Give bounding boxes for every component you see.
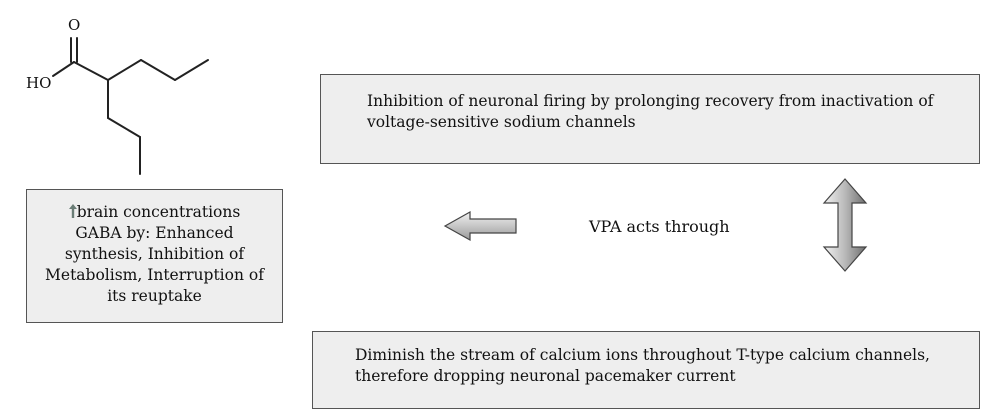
calcium-channel-box: Diminish the stream of calcium ions thro…: [312, 331, 980, 409]
gaba-line-2: GABA by: Enhanced: [75, 224, 234, 242]
up-arrow-icon: [68, 204, 77, 218]
gaba-line-1-text: brain concentrations: [76, 203, 241, 221]
gaba-line-5: its reuptake: [107, 287, 202, 305]
gaba-line-3: synthesis, Inhibition of: [64, 245, 245, 263]
calcium-channel-line-2: therefore dropping neuronal pacemaker cu…: [355, 367, 736, 385]
propyl-b-2: [107, 117, 141, 138]
sodium-channel-line-1: Inhibition of neuronal firing by prolong…: [367, 92, 934, 110]
propyl-a-3: [174, 59, 209, 81]
gaba-line-1: brain concentrations: [27, 202, 282, 223]
hydroxyl-bond: [52, 61, 75, 77]
sodium-channel-box: Inhibition of neuronal firing by prolong…: [320, 74, 980, 164]
hydroxyl-label: HO: [26, 74, 51, 92]
sodium-channel-line-2: voltage-sensitive sodium channels: [367, 113, 636, 131]
gaba-box: brain concentrations GABA by: Enhanced s…: [26, 189, 283, 323]
left-arrow-icon: [443, 210, 517, 242]
alpha-bond: [73, 61, 109, 81]
gaba-line-4: Metabolism, Interruption of: [45, 266, 264, 284]
double-vertical-arrow-icon: [822, 178, 868, 272]
carbonyl-oxygen-label: O: [68, 16, 80, 34]
center-label: VPA acts through: [589, 217, 730, 236]
propyl-a-1: [107, 59, 142, 81]
calcium-channel-line-1: Diminish the stream of calcium ions thro…: [355, 346, 930, 364]
propyl-a-2: [140, 59, 176, 81]
